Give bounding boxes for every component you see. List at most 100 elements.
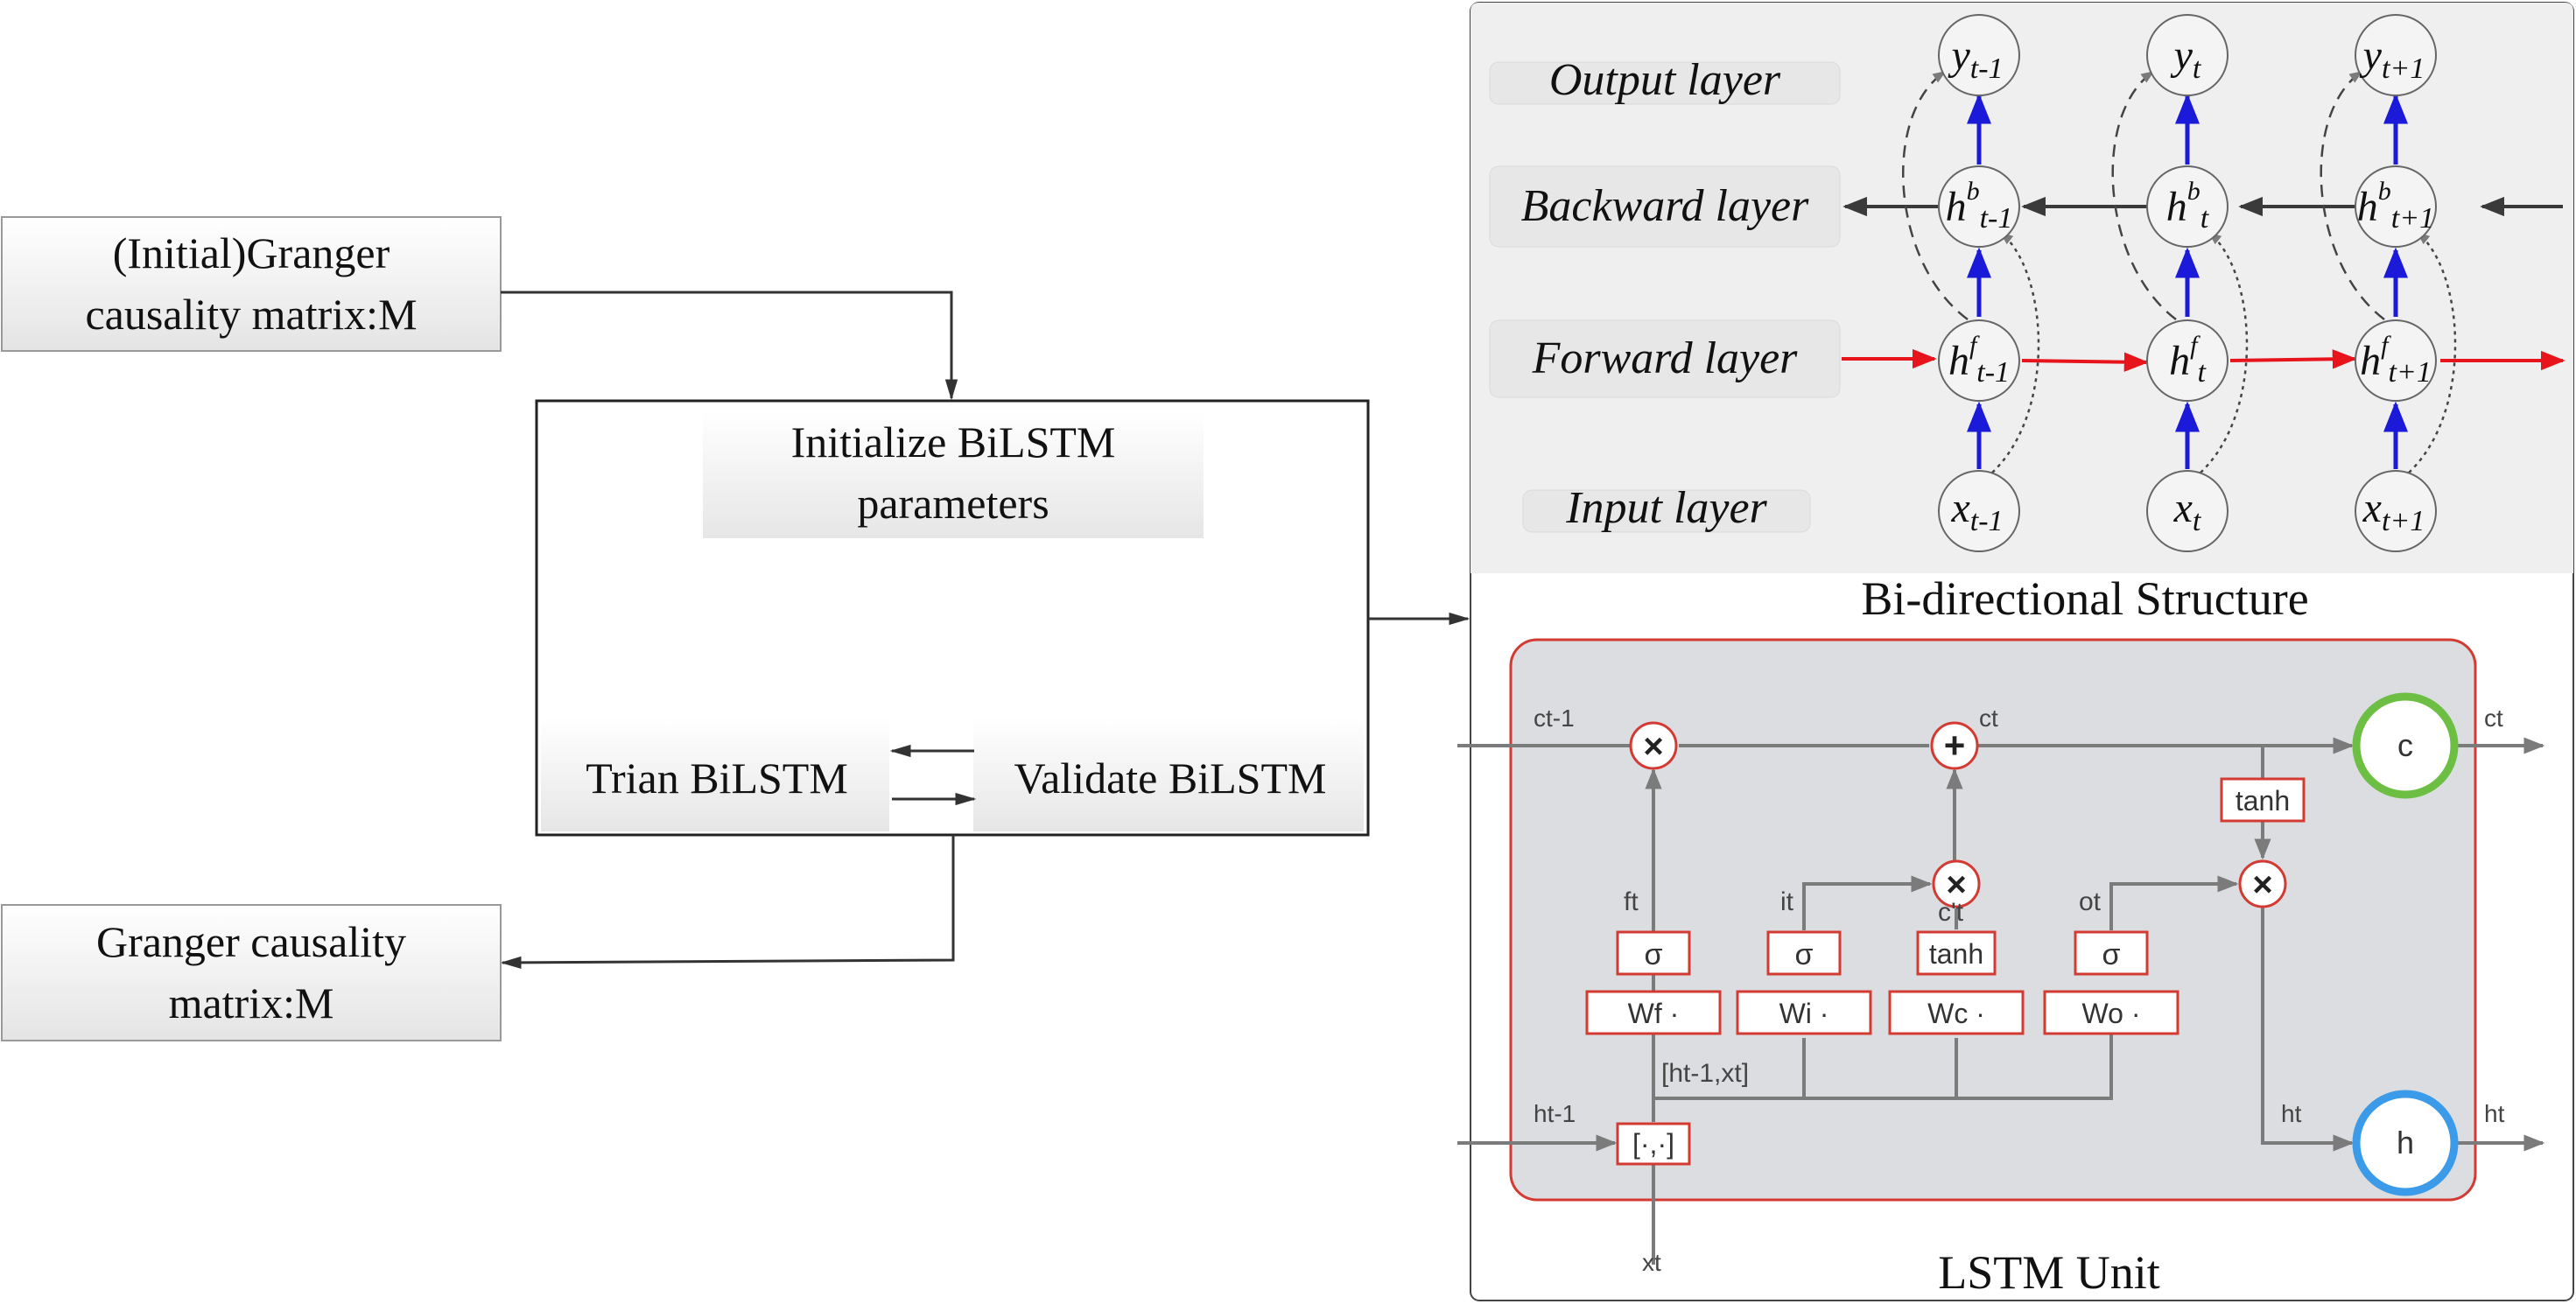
cell-state-node <box>2352 692 2459 799</box>
candidate-tanh-label: tanh <box>1929 938 1983 970</box>
forget-sigma-label: σ <box>1645 938 1663 971</box>
bidirectional-bg <box>1470 3 2573 573</box>
node-y-t1 <box>2355 14 2437 96</box>
node-hf-t-1 <box>1938 319 2020 402</box>
node-y-t1-label: yt+1 <box>2359 32 2425 85</box>
c-out-label: ct <box>2484 705 2503 732</box>
node-hb-t1 <box>2355 165 2437 248</box>
f-t-label: ft <box>1624 887 1639 916</box>
hidden-state-node <box>2352 1090 2459 1196</box>
output-tanh-box <box>2220 777 2306 823</box>
input-gate-to-mul <box>1802 875 1933 930</box>
concat-vector-label: [ht-1,xt] <box>1661 1059 1749 1088</box>
column-1-arrows <box>1902 70 2040 473</box>
node-x-t1-label: xt+1 <box>2362 485 2425 537</box>
output-tanh-label: tanh <box>2236 785 2290 817</box>
skip-dashed-1 <box>1902 70 1969 321</box>
weight-o-box <box>2043 990 2179 1035</box>
skip-dashed-2 <box>2111 70 2177 320</box>
node-hb-t-label: hbt <box>2166 177 2210 235</box>
input-mul-symbol: × <box>1946 866 1966 904</box>
arrow-process-to-final <box>500 835 955 970</box>
lstm-unit: × + × × c h σ σ tanh σ tanh Wf · <box>1457 638 2545 1276</box>
validate-panel <box>973 718 1364 831</box>
node-hf-t-1-label: hft-1 <box>1948 331 2010 389</box>
node-y-t <box>2146 14 2229 96</box>
skip-dashed-3 <box>2320 70 2385 320</box>
node-x-t1 <box>2355 470 2437 552</box>
h-prev-label: ht-1 <box>1534 1100 1576 1127</box>
node-x-t <box>2146 470 2229 552</box>
c-t-top-label: ct <box>1979 705 1998 732</box>
final-matrix-line1: Granger causality <box>96 917 406 966</box>
output-sigma-label: σ <box>2102 938 2121 971</box>
column-2-arrows <box>2111 70 2249 473</box>
output-mul-op <box>2238 859 2287 908</box>
node-x-t-1-label: xt-1 <box>1950 485 2003 537</box>
node-x-t-1 <box>1938 470 2020 552</box>
h-out-label: ht <box>2484 1100 2505 1127</box>
forget-mul-op <box>1629 721 1678 770</box>
output-layer-tag <box>1489 61 1841 105</box>
backward-layer-tag <box>1489 165 1841 248</box>
initial-matrix-box <box>1 216 502 352</box>
node-hf-t1-label: hft+1 <box>2360 331 2432 389</box>
weight-f-box <box>1585 990 1722 1035</box>
weight-c-box <box>1888 990 2025 1035</box>
node-hf-t <box>2146 319 2229 402</box>
add-op <box>1930 721 1979 770</box>
node-y-t-label: yt <box>2170 32 2202 85</box>
forget-sigma-box <box>1616 930 1691 976</box>
node-hb-t1-label: hbt+1 <box>2357 177 2434 235</box>
weight-i-label: Wi · <box>1779 998 1829 1029</box>
node-hb-t-1 <box>1938 165 2020 248</box>
input-sigma-label: σ <box>1795 938 1814 971</box>
node-hf-t1 <box>2355 319 2437 402</box>
x-t-label: xt <box>1642 1249 1661 1276</box>
candidate-tanh-box <box>1916 930 1997 976</box>
input-layer-label: Input layer <box>1565 483 1767 533</box>
forward-layer-label: Forward layer <box>1532 333 1799 383</box>
initialize-line2: parameters <box>857 479 1049 528</box>
forget-mul-symbol: × <box>1643 727 1663 766</box>
final-matrix-line2: matrix:M <box>169 978 334 1027</box>
output-gate-to-mul <box>2109 875 2239 930</box>
concat-label: [·,·] <box>1632 1128 1674 1160</box>
hidden-state-symbol: h <box>2397 1125 2414 1160</box>
weight-o-label: Wo · <box>2082 998 2141 1029</box>
train-label: Trian BiLSTM <box>586 754 848 803</box>
c-tilde-label: c't <box>1938 898 1964 927</box>
final-matrix-box <box>1 904 502 1041</box>
train-panel <box>541 718 889 831</box>
weight-c-label: Wc · <box>1927 998 1985 1029</box>
input-sigma-box <box>1766 930 1842 976</box>
concat-box <box>1616 1122 1691 1166</box>
output-sigma-box <box>2074 930 2149 976</box>
concat-bus <box>1653 1027 2113 1100</box>
forward-arrow-1 <box>2021 352 2149 372</box>
forward-layer-tag <box>1489 319 1841 398</box>
lstm-caption: LSTM Unit <box>1938 1246 2160 1299</box>
cell-state-symbol: c <box>2397 727 2413 763</box>
add-symbol: + <box>1944 725 1966 766</box>
node-hb-t-1-label: hbt-1 <box>1946 177 2013 235</box>
node-y-t-1-label: yt-1 <box>1947 32 2003 85</box>
i-t-label: it <box>1780 887 1794 916</box>
mul-to-h <box>2261 907 2355 1152</box>
node-y-t-1 <box>1938 14 2020 96</box>
initialize-panel <box>703 411 1204 538</box>
structure-panel: Output layer Backward layer Forward laye… <box>1457 2 2574 1301</box>
c-prev-label: ct-1 <box>1534 705 1575 732</box>
validate-label: Validate BiLSTM <box>1014 754 1327 803</box>
node-hb-t <box>2146 165 2229 248</box>
input-mul-op <box>1932 859 1981 908</box>
backward-layer-label: Backward layer <box>1521 181 1810 231</box>
bidirectional-caption: Bi-directional Structure <box>1861 572 2308 625</box>
initial-matrix-line2: causality matrix:M <box>85 290 417 339</box>
weight-i-box <box>1736 990 1872 1035</box>
output-layer-label: Output layer <box>1549 55 1781 105</box>
initial-matrix-line1: (Initial)Granger <box>113 228 390 277</box>
forward-arrow-2 <box>2229 349 2357 369</box>
arrow-initial-to-process <box>501 291 958 401</box>
